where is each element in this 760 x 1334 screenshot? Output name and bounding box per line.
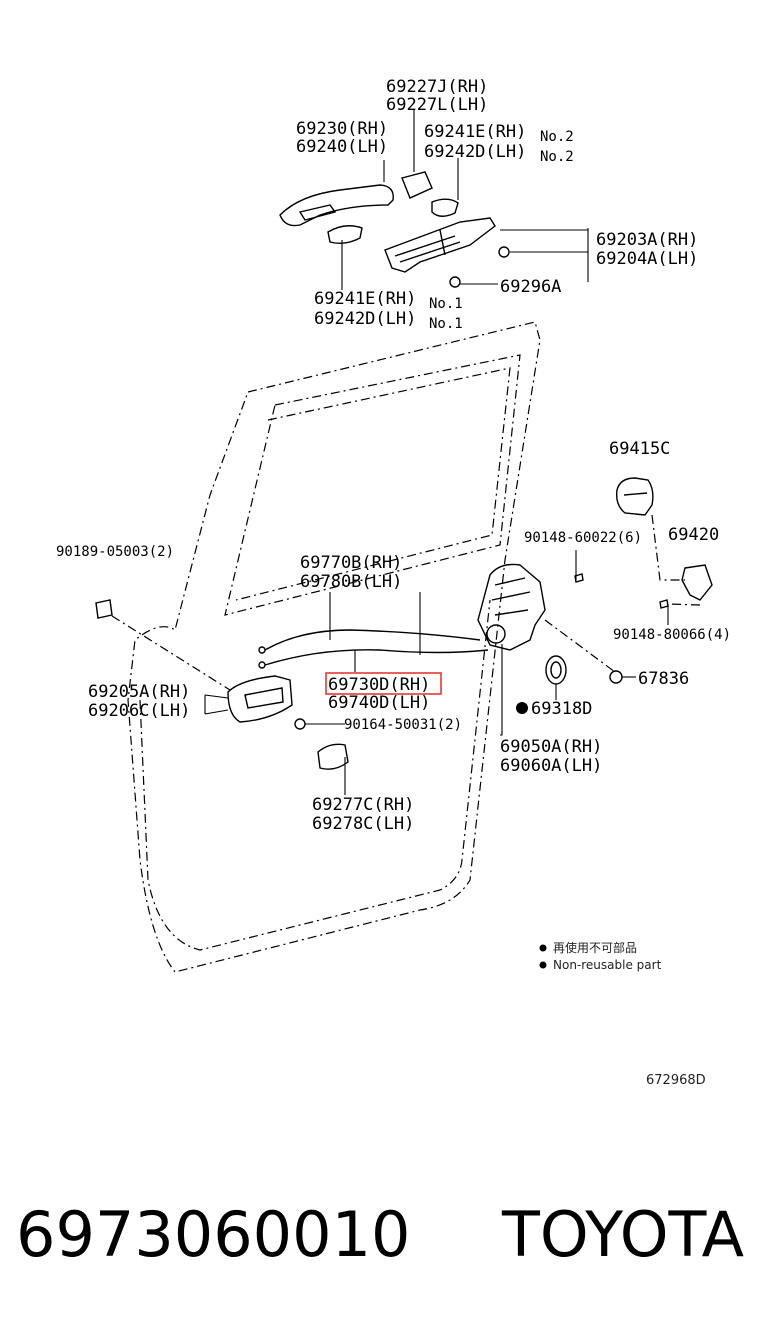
door-outline xyxy=(127,321,541,973)
label-69206c-lh: 69206C(LH) xyxy=(88,701,190,721)
legend-text-ja: 再使用不可部品 xyxy=(553,940,637,955)
label-no2-b: No.2 xyxy=(540,149,574,165)
label-69240-lh: 69240(LH) xyxy=(296,137,388,157)
label-69205a-rh: 69205A(RH) xyxy=(88,682,190,702)
label-90189-05003: 90189-05003(2) xyxy=(56,544,174,560)
label-no2-a: No.2 xyxy=(540,129,574,145)
clip-90189 xyxy=(95,599,231,691)
label-69730d-rh: 69730D(RH) xyxy=(328,675,430,695)
label-69740d-lh: 69740D(LH) xyxy=(328,693,430,713)
label-69227l-lh: 69227L(LH) xyxy=(386,95,488,115)
label-67836: 67836 xyxy=(638,669,689,689)
label-69770b-rh: 69770B(RH) xyxy=(300,553,402,573)
diagram-reference-code: 672968D xyxy=(646,1073,706,1088)
outside-handle-assembly xyxy=(279,171,510,288)
label-69241e-rh-no2: 69241E(RH) xyxy=(424,122,526,142)
label-69277c-rh: 69277C(RH) xyxy=(312,795,414,815)
handle-bezel xyxy=(317,743,349,770)
label-69230-rh: 69230(RH) xyxy=(296,119,388,139)
striker-assembly xyxy=(615,477,713,609)
label-90148-80066: 90148-80066(4) xyxy=(613,627,731,643)
label-69242d-lh-no1: 69242D(LH) xyxy=(314,309,416,329)
label-69241e-rh-no1: 69241E(RH) xyxy=(314,289,416,309)
label-69415c: 69415C xyxy=(609,439,670,459)
label-90148-60022: 90148-60022(6) xyxy=(524,530,642,546)
non-reusable-marker xyxy=(516,702,528,714)
label-69420: 69420 xyxy=(668,525,719,545)
leader-lines xyxy=(204,110,701,795)
legend-bullet-2 xyxy=(539,961,547,969)
highlight-box xyxy=(325,672,442,695)
label-69242d-lh-no2: 69242D(LH) xyxy=(424,142,526,162)
legend-text-en: Non-reusable part xyxy=(553,958,662,972)
label-69296a: 69296A xyxy=(500,277,561,297)
label-69204a-lh: 69204A(LH) xyxy=(596,249,698,269)
legend: 再使用不可部品 Non-reusable part xyxy=(539,940,662,972)
label-no1-a: No.1 xyxy=(429,296,463,312)
part-number: 6973060010 xyxy=(16,1198,411,1271)
label-69318d: 69318D xyxy=(531,699,592,719)
label-69278c-lh: 69278C(LH) xyxy=(312,814,414,834)
label-69780b-lh: 69780B(LH) xyxy=(300,572,402,592)
brand-name: TOYOTA xyxy=(501,1198,744,1271)
label-69203a-rh: 69203A(RH) xyxy=(596,230,698,250)
label-69050a-rh: 69050A(RH) xyxy=(500,737,602,757)
cable-assembly xyxy=(258,629,489,669)
label-69060a-lh: 69060A(LH) xyxy=(500,756,602,776)
label-no1-b: No.1 xyxy=(429,316,463,332)
label-90164-50031: 90164-50031(2) xyxy=(344,717,462,733)
legend-bullet-1 xyxy=(539,944,547,952)
door-lock-assembly xyxy=(477,563,623,714)
footer: 6973060010 TOYOTA xyxy=(0,1190,760,1280)
label-69227j-rh: 69227J(RH) xyxy=(386,77,488,97)
door-lock-parts-diagram: 69227J(RH) 69227L(LH) 69230(RH) 69240(LH… xyxy=(56,77,731,1088)
part-labels: 69227J(RH) 69227L(LH) 69230(RH) 69240(LH… xyxy=(56,77,731,834)
inside-handle xyxy=(227,675,306,730)
